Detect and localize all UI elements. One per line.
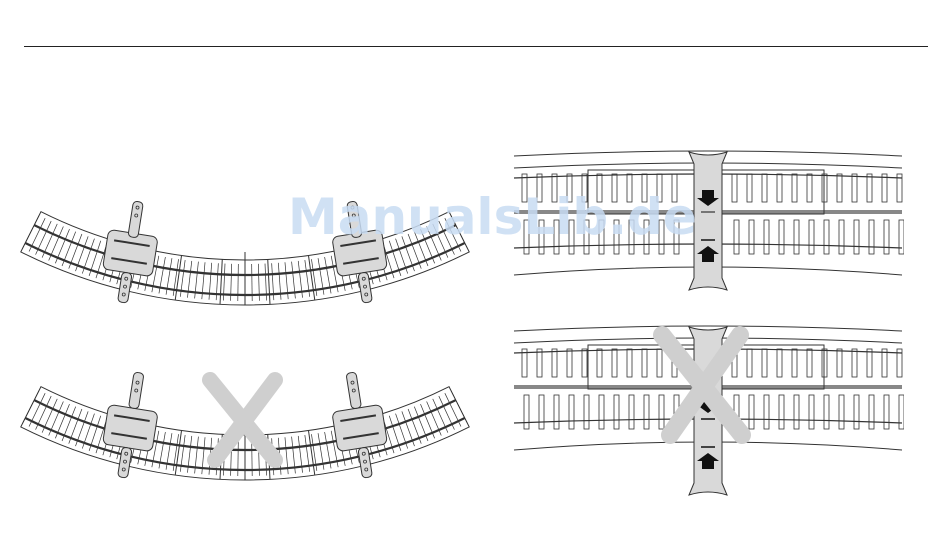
sleeper [524,395,529,429]
sleeper [882,349,887,377]
sleeper [839,395,844,429]
sleeper [567,349,572,377]
sleeper [657,349,662,377]
clip-detail-illustration-wrong [512,325,904,505]
sleeper [869,220,874,254]
sleeper [852,174,857,202]
sleeper [764,220,769,254]
sleeper [867,174,872,202]
header-rule [24,46,928,47]
clip-arm-top [128,201,144,238]
sleeper [627,349,632,377]
sleeper [629,395,634,429]
watermark: ManualsLib.de [288,188,697,246]
sleeper [837,349,842,377]
sleeper [899,395,904,429]
sleeper [659,395,664,429]
sleeper [569,395,574,429]
sleeper [584,395,589,429]
clip-arm-top [346,372,362,409]
sleeper [792,349,797,377]
sleeper [794,220,799,254]
sleeper [614,395,619,429]
sleeper [852,349,857,377]
sleeper [807,174,812,202]
sleeper [612,349,617,377]
sleeper [644,395,649,429]
sleeper [779,220,784,254]
sleeper [749,395,754,429]
sleeper [824,395,829,429]
sleeper [839,220,844,254]
sleeper [884,220,889,254]
figure-curved-track-wrong [10,370,480,485]
sleeper [732,174,737,202]
sleeper [899,220,904,254]
sleeper [777,174,782,202]
sleeper [749,220,754,254]
sleeper [777,349,782,377]
sleeper [734,220,739,254]
sleeper [537,349,542,377]
sleeper [762,349,767,377]
sleeper [539,395,544,429]
sleeper [779,395,784,429]
sleeper [867,349,872,377]
sleeper [794,395,799,429]
sleeper [599,395,604,429]
sleeper [854,220,859,254]
clip-plate [102,404,158,451]
sleeper [582,349,587,377]
track-detail [514,326,904,495]
sleeper [554,395,559,429]
clip-plate [332,404,388,451]
sleeper [854,395,859,429]
clip-arm-top [129,372,145,409]
sleeper [747,174,752,202]
sleeper [884,395,889,429]
sleeper [869,395,874,429]
sleeper [764,395,769,429]
sleeper [552,349,557,377]
sleeper [747,349,752,377]
sleeper [824,220,829,254]
sleeper [837,174,842,202]
sleeper [597,349,602,377]
sleeper [882,174,887,202]
sleeper [809,220,814,254]
sleeper [762,174,767,202]
sleeper [807,349,812,377]
sleeper [809,395,814,429]
sleeper [792,174,797,202]
curved-track-illustration-wrong [10,370,480,485]
sleeper [642,349,647,377]
figure-clip-detail-wrong [512,325,904,505]
